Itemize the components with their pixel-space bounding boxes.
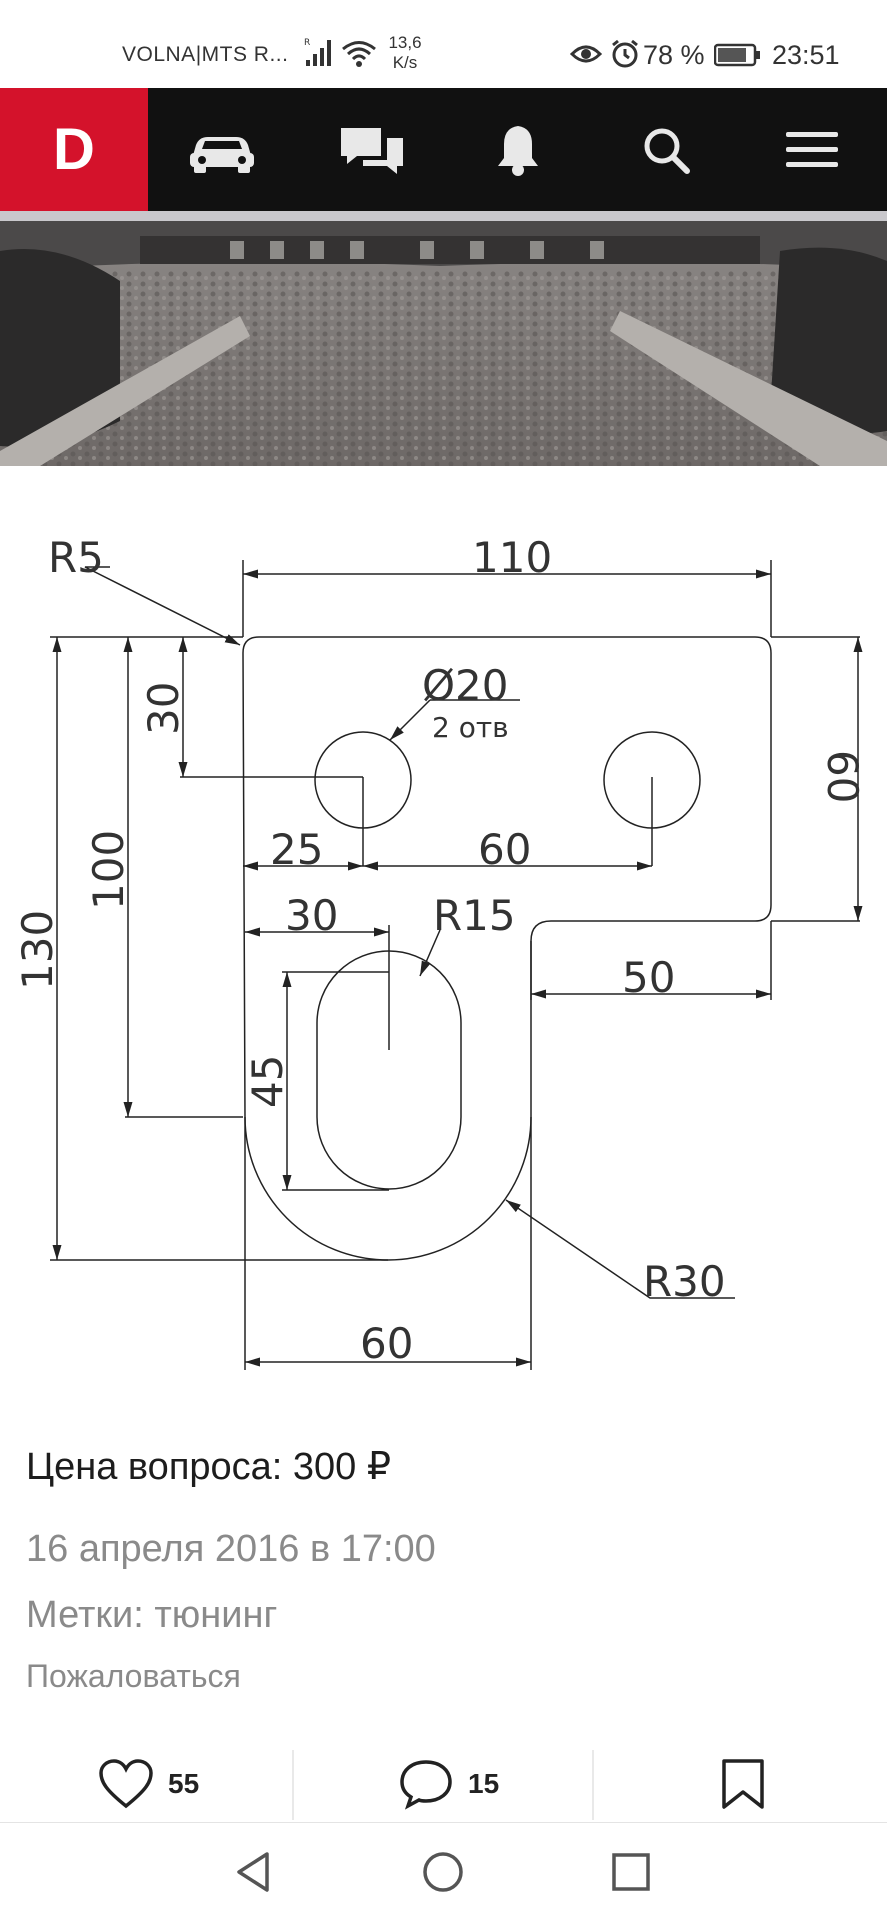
bookmark-icon [722,1759,764,1809]
post-date: 16 апреля 2016 в 17:00 [26,1528,436,1570]
post-photo[interactable] [0,211,887,466]
eye-icon [570,45,602,63]
tags-label: Метки: [26,1594,144,1636]
action-divider [592,1750,594,1820]
search-icon[interactable] [626,88,706,211]
label-30-vertical: 30 [139,682,188,735]
back-icon[interactable] [208,1823,298,1921]
label-130: 130 [13,910,62,990]
label-60-bottom: 60 [360,1319,413,1368]
like-button[interactable]: 55 [98,1748,199,1820]
part-outline [242,636,772,1261]
svg-text:R: R [304,38,310,48]
status-bar: VOLNA|MTS R... R 13,6 K/s 78 % 23:51 [0,0,887,88]
drive-logo[interactable]: D [0,88,148,211]
price-text: Цена вопроса: 300 ₽ [26,1446,392,1488]
recents-icon[interactable] [586,1823,676,1921]
label-r30: R30 [643,1257,726,1306]
label-25: 25 [270,825,323,874]
label-d20: Ø20 [422,661,509,710]
label-45: 45 [243,1055,292,1108]
label-30-slot: 30 [285,891,338,940]
menu-icon[interactable] [770,88,854,211]
label-60-vertical: 60 [818,750,867,803]
network-speed: 13,6 K/s [388,33,422,72]
comments-button[interactable]: 15 [398,1748,499,1820]
bell-icon[interactable] [478,88,558,211]
wifi-icon [342,41,376,67]
chat-icon[interactable] [330,88,414,211]
post-tags: Метки: тюнинг [26,1594,277,1637]
clock: 23:51 [772,40,840,70]
carrier-name: VOLNA|MTS R... [122,43,289,66]
label-holes: 2 отв [432,711,509,744]
action-divider [292,1750,294,1820]
label-r15: R15 [433,891,516,940]
like-count: 55 [168,1768,200,1799]
alarm-icon [612,39,638,68]
system-navigation-bar [0,1822,887,1921]
signal-icon: R [304,38,331,66]
label-110: 110 [472,533,552,582]
slot [316,950,462,1190]
comment-count: 15 [468,1768,500,1799]
comment-icon [400,1760,452,1810]
label-60-holes: 60 [478,825,531,874]
bookmark-button[interactable] [720,1748,766,1820]
battery-percent: 78 % [643,40,705,70]
action-bar: 55 15 [0,1748,887,1820]
technical-drawing[interactable]: R5 110 Ø20 2 отв 25 60 30 R15 50 R30 60 … [0,480,887,1380]
label-50: 50 [622,953,675,1002]
tag-link[interactable]: тюнинг [154,1594,278,1636]
heart-icon [99,1759,153,1809]
label-100: 100 [84,830,133,910]
label-r5: R5 [48,533,104,582]
top-navbar: D [0,88,887,211]
home-icon[interactable] [398,1823,488,1921]
report-link[interactable]: Пожаловаться [26,1658,241,1694]
car-icon[interactable] [180,88,264,211]
battery-icon [714,43,760,67]
